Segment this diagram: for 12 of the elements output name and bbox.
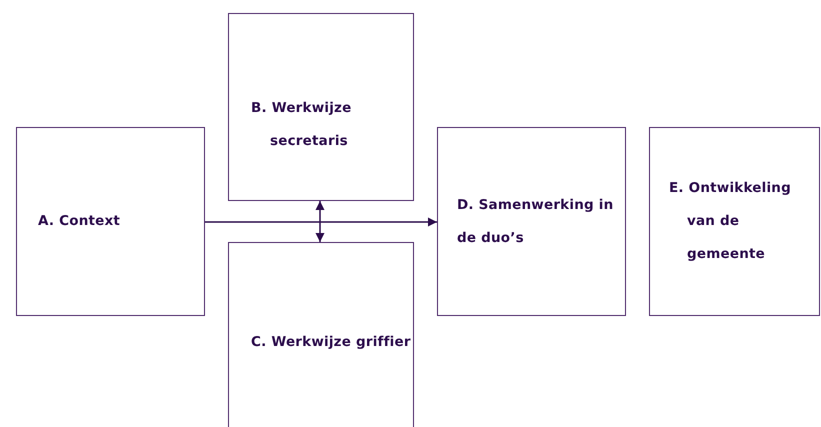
process-box: [649, 127, 820, 316]
process-box: [228, 242, 414, 427]
arrow: [205, 218, 437, 226]
box-label: E. Ontwikkeling van de gemeente: [669, 179, 792, 264]
process-box: [16, 127, 205, 316]
box-label: D. Samenwerking in de duo’s: [457, 196, 614, 248]
box-label: A. Context: [38, 212, 122, 231]
box-label: C. Werkwijze griffier: [251, 332, 412, 352]
process-box: [437, 127, 626, 316]
arrow: [316, 201, 324, 242]
process-box: [228, 13, 414, 201]
box-label: B. Werkwijze secretaris: [251, 99, 352, 151]
